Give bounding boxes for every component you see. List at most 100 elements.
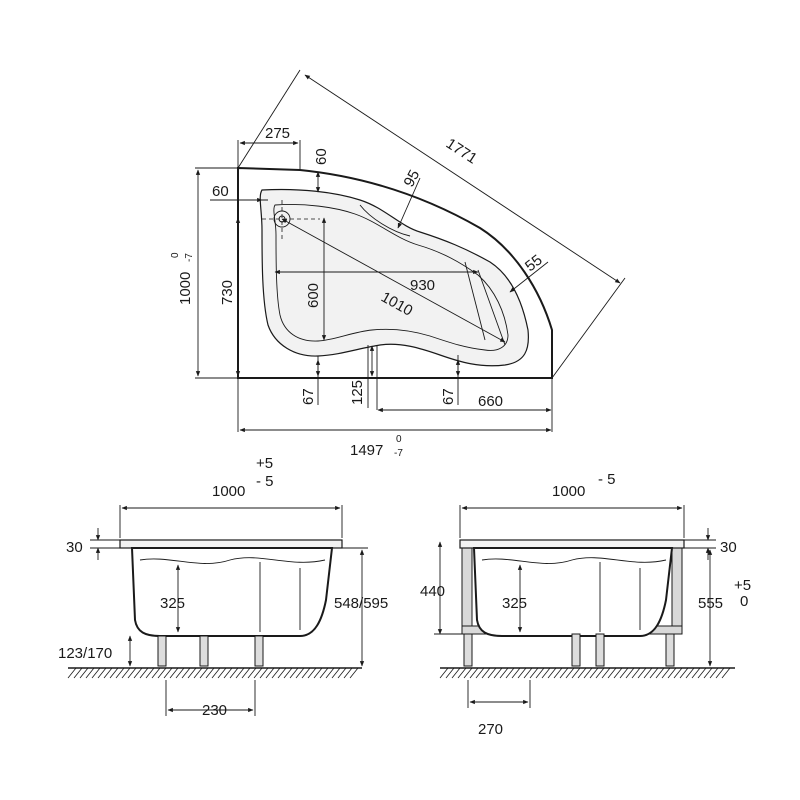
floor-hatch-line — [529, 667, 539, 679]
floor-hatch-line — [151, 667, 161, 679]
floor-hatch-line — [589, 667, 599, 679]
floor-hatch-line — [439, 667, 449, 679]
floor-hatch-line — [313, 667, 323, 679]
side-view-left: 1000 +5 - 5 30 325 548/595 123/170 230 — [58, 455, 388, 719]
floor-hatch-line — [145, 667, 155, 679]
label-1497-tol-top: 0 — [396, 434, 402, 445]
floor-hatch-line — [607, 667, 617, 679]
floor-hatch-line — [667, 667, 677, 679]
floor-hatch-line — [493, 667, 503, 679]
label-1000-top: 1000 — [177, 272, 194, 305]
label-1771: 1771 — [443, 135, 480, 167]
floor-hatch-line — [535, 667, 545, 679]
floor-hatch-line — [547, 667, 557, 679]
floor-hatch-line — [121, 667, 131, 679]
floor-hatch-line — [469, 667, 479, 679]
label-1000-tol-bottom: -7 — [184, 253, 195, 262]
floor-hatch-line — [511, 667, 521, 679]
label-60-top: 60 — [313, 148, 330, 165]
floor-hatch-line — [91, 667, 101, 679]
floor-hatch-line — [295, 667, 305, 679]
floor-hatch-line — [649, 667, 659, 679]
floor-hatch-line — [103, 667, 113, 679]
dim-line-1010 — [281, 218, 506, 343]
left-rim — [119, 539, 343, 549]
right-frame-left — [461, 547, 473, 631]
right-leg-4 — [665, 633, 675, 667]
right-rim — [459, 539, 685, 549]
floor-hatch-line — [163, 667, 173, 679]
floor-hatch-line — [289, 667, 299, 679]
floor-hatch-line — [241, 667, 251, 679]
floor-hatch-line — [565, 667, 575, 679]
floor-hatch-line — [283, 667, 293, 679]
ext-right-30 — [684, 539, 716, 549]
floor-hatch-line — [625, 667, 635, 679]
label-right-1000-tol: - 5 — [598, 471, 616, 488]
floor-hatch-line — [169, 667, 179, 679]
floor-hatch-line — [217, 667, 227, 679]
floor-hatch-line — [253, 667, 263, 679]
label-right-555-tol-bottom: 0 — [740, 593, 748, 610]
left-leg-2 — [199, 635, 209, 667]
floor-hatch-line — [301, 667, 311, 679]
ext-left-230 — [165, 680, 256, 716]
label-right-555-tol-top: +5 — [734, 577, 751, 594]
left-tub-body — [130, 547, 334, 637]
floor-hatch-line — [133, 667, 143, 679]
floor-hatch-line — [85, 667, 95, 679]
side-view-right: 1000 - 5 30 440 325 555 +5 0 270 — [420, 471, 751, 738]
left-leg-1 — [157, 635, 167, 667]
floor-hatch-line — [139, 667, 149, 679]
floor-hatch-line — [307, 667, 317, 679]
label-left-230: 230 — [202, 702, 227, 719]
label-left-548-595: 548/595 — [334, 595, 388, 612]
label-right-325: 325 — [502, 595, 527, 612]
floor-hatch-line — [271, 667, 281, 679]
label-left-1000-tol-bottom: - 5 — [256, 473, 274, 490]
label-1497: 1497 — [350, 442, 383, 459]
label-left-1000: 1000 — [212, 483, 245, 500]
floor-hatch-line — [199, 667, 209, 679]
label-730: 730 — [219, 280, 236, 305]
label-left-1000-tol-top: +5 — [256, 455, 273, 472]
right-frame-right — [671, 547, 683, 631]
floor-hatch-line — [655, 667, 665, 679]
floor-hatch-line — [319, 667, 329, 679]
label-600: 600 — [305, 283, 322, 308]
floor-hatch-line — [637, 667, 647, 679]
floor-hatch-line — [643, 667, 653, 679]
floor-hatch-line — [79, 667, 89, 679]
floor-hatch-line — [205, 667, 215, 679]
floor-hatch-line — [277, 667, 287, 679]
floor-hatch-line — [445, 667, 455, 679]
floor-hatch-line — [115, 667, 125, 679]
floor-hatch-line — [697, 667, 707, 679]
floor-hatch-line — [337, 667, 347, 679]
floor-hatch-line — [613, 667, 623, 679]
floor-hatch-line — [463, 667, 473, 679]
left-floor-hatch — [67, 667, 359, 679]
floor-hatch-line — [481, 667, 491, 679]
ext-1771-a — [237, 69, 301, 169]
floor-hatch-line — [235, 667, 245, 679]
floor-hatch-line — [517, 667, 527, 679]
dim-line-1771 — [304, 74, 621, 284]
floor-hatch-line — [487, 667, 497, 679]
right-floor-hatch — [439, 667, 731, 679]
floor-hatch-line — [127, 667, 137, 679]
floor-hatch-line — [709, 667, 719, 679]
label-660: 660 — [478, 393, 503, 410]
left-leg-3 — [254, 635, 264, 667]
label-55: 55 — [522, 251, 546, 275]
floor-hatch-line — [691, 667, 701, 679]
right-tub-body — [472, 547, 674, 637]
right-leg-3 — [595, 633, 605, 667]
right-leg-2 — [571, 633, 581, 667]
label-right-1000: 1000 — [552, 483, 585, 500]
floor-hatch-line — [577, 667, 587, 679]
floor-hatch-line — [109, 667, 119, 679]
label-125: 125 — [349, 380, 366, 405]
floor-hatch-line — [703, 667, 713, 679]
